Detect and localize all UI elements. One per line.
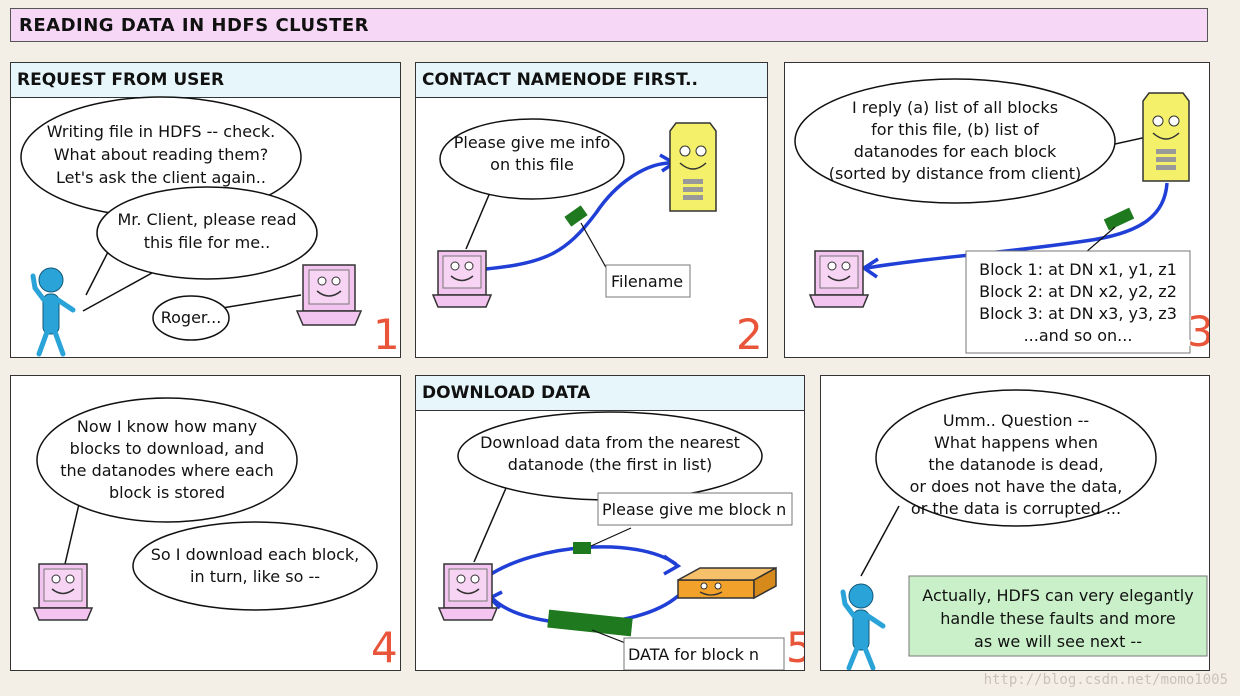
bubble-line: for this file, (b) list of	[871, 120, 1039, 139]
label-pointer	[591, 629, 629, 645]
panel-3-drawing: I reply (a) list of all blocks for this …	[794, 78, 1210, 357]
panel-header: CONTACT NAMENODE FIRST..	[416, 63, 767, 98]
person-icon	[30, 267, 76, 357]
namenode-icon	[669, 122, 717, 212]
person-icon	[840, 583, 886, 670]
speech-bubble: Now I know how many blocks to download, …	[36, 397, 298, 565]
panel-number: 5	[786, 623, 805, 671]
speech-bubble: Umm.. Question -- What happens when the …	[860, 389, 1157, 577]
bubble-line: So I download each block,	[151, 545, 360, 564]
bubble-line: Mr. Client, please read	[117, 210, 296, 229]
panel-download-data: DOWNLOAD DATA Download data from the nea…	[415, 375, 805, 671]
bubble-line: the datanodes where each	[60, 461, 274, 480]
note-box	[908, 575, 1208, 657]
panel-question: Umm.. Question -- What happens when the …	[820, 375, 1210, 671]
panel-6-drawing: Umm.. Question -- What happens when the …	[840, 389, 1208, 670]
note-line: as we will see next --	[974, 632, 1142, 651]
request-label-box	[597, 492, 793, 526]
panel-title: REQUEST FROM USER	[17, 70, 225, 90]
laptop-icon	[437, 563, 499, 621]
bubble-line: blocks to download, and	[70, 439, 265, 458]
panel-4-drawing: Now I know how many blocks to download, …	[32, 397, 398, 671]
block-list-line: Block 2: at DN x2, y2, z2	[979, 282, 1177, 301]
namenode-icon	[1142, 92, 1190, 182]
arrowhead	[662, 554, 682, 576]
bubble-line: Umm.. Question --	[943, 411, 1089, 430]
data-packet-icon	[547, 609, 633, 637]
panel-plan-download: Now I know how many blocks to download, …	[10, 375, 401, 671]
laptop-icon	[32, 563, 94, 621]
panel-number: 2	[736, 310, 763, 358]
reply-arrow	[866, 182, 1169, 270]
panel-number: 4	[371, 623, 398, 671]
bubble-line: this file for me..	[144, 233, 270, 252]
data-label: DATA for block n	[628, 645, 759, 664]
speech-bubble: Roger...	[152, 294, 302, 341]
bubble-line: or does not have the data,	[910, 477, 1123, 496]
datanode-disk-icon	[677, 566, 777, 600]
filename-label-box	[605, 264, 691, 298]
laptop-icon	[295, 264, 363, 326]
note-line: Actually, HDFS can very elegantly	[922, 586, 1193, 605]
packet-icon	[564, 205, 588, 227]
packet-icon	[573, 542, 591, 554]
laptop-icon	[808, 250, 870, 308]
speech-bubble: Download data from the nearest datanode …	[457, 411, 763, 563]
label-pointer	[580, 222, 609, 272]
packet-icon	[1103, 207, 1135, 231]
speech-bubble: Writing file in HDFS -- check. What abou…	[20, 96, 302, 296]
bubble-line: on this file	[490, 155, 574, 174]
panel-header: REQUEST FROM USER	[11, 63, 400, 98]
speech-bubble: I reply (a) list of all blocks for this …	[794, 78, 1148, 204]
bubble-line: What happens when	[934, 433, 1098, 452]
bubble-line: Let's ask the client again..	[56, 168, 266, 187]
block-list-box	[965, 250, 1191, 354]
note-line: handle these faults and more	[940, 609, 1176, 628]
data-label-box	[623, 637, 785, 670]
title-bar: READING DATA IN HDFS CLUSTER	[10, 8, 1208, 42]
bubble-line: datanode (the first in list)	[508, 455, 712, 474]
bubble-line: the datanode is dead,	[928, 455, 1103, 474]
arrowhead	[860, 257, 879, 279]
label-pointer	[1084, 226, 1116, 254]
bubble-line: Now I know how many	[77, 417, 257, 436]
speech-bubble: Mr. Client, please read this file for me…	[82, 186, 318, 312]
request-arrow	[485, 161, 672, 271]
bubble-line: in turn, like so --	[190, 567, 320, 586]
bubble-line: block is stored	[109, 483, 225, 502]
panel-2-drawing: Please give me info on this file Filenam…	[431, 118, 763, 358]
bubble-line: Download data from the nearest	[480, 433, 740, 452]
speech-bubble: So I download each block, in turn, like …	[132, 521, 378, 611]
panel-title: DOWNLOAD DATA	[422, 383, 591, 403]
watermark: http://blog.csdn.net/momo1005	[983, 672, 1228, 688]
bubble-line: I reply (a) list of all blocks	[852, 98, 1058, 117]
block-list-line: Block 1: at DN x1, y1, z1	[979, 260, 1177, 279]
panel-5-drawing: Download data from the nearest datanode …	[437, 411, 805, 671]
bubble-line: Please give me info	[454, 133, 611, 152]
panel-contact-namenode: CONTACT NAMENODE FIRST.. Please give me …	[415, 62, 768, 358]
filename-label: Filename	[611, 272, 683, 291]
page-title: READING DATA IN HDFS CLUSTER	[19, 15, 369, 36]
panel-header: DOWNLOAD DATA	[416, 376, 804, 411]
bubble-line: Writing file in HDFS -- check.	[47, 122, 275, 141]
label-pointer	[590, 527, 632, 547]
request-label: Please give me block n	[602, 500, 786, 519]
speech-bubble: Please give me info on this file	[439, 118, 625, 250]
bubble-line: datanodes for each block	[854, 142, 1057, 161]
panel-title: CONTACT NAMENODE FIRST..	[422, 70, 699, 90]
block-list-line: Block 3: at DN x3, y3, z3	[979, 304, 1177, 323]
block-list-line: ...and so on...	[1024, 326, 1133, 345]
laptop-icon	[431, 250, 493, 308]
bubble-line: Roger...	[161, 308, 222, 327]
panel-request-from-user: REQUEST FROM USER Writing file in HDFS -…	[10, 62, 401, 358]
bubble-line: What about reading them?	[54, 145, 269, 164]
panel-1-drawing: Writing file in HDFS -- check. What abou…	[20, 96, 400, 358]
panel-number: 3	[1187, 307, 1210, 356]
panel-number: 1	[373, 310, 400, 358]
panel-namenode-reply: I reply (a) list of all blocks for this …	[784, 62, 1210, 358]
bubble-line: or the data is corrupted ...	[911, 499, 1121, 518]
bubble-line: (sorted by distance from client)	[829, 164, 1081, 183]
